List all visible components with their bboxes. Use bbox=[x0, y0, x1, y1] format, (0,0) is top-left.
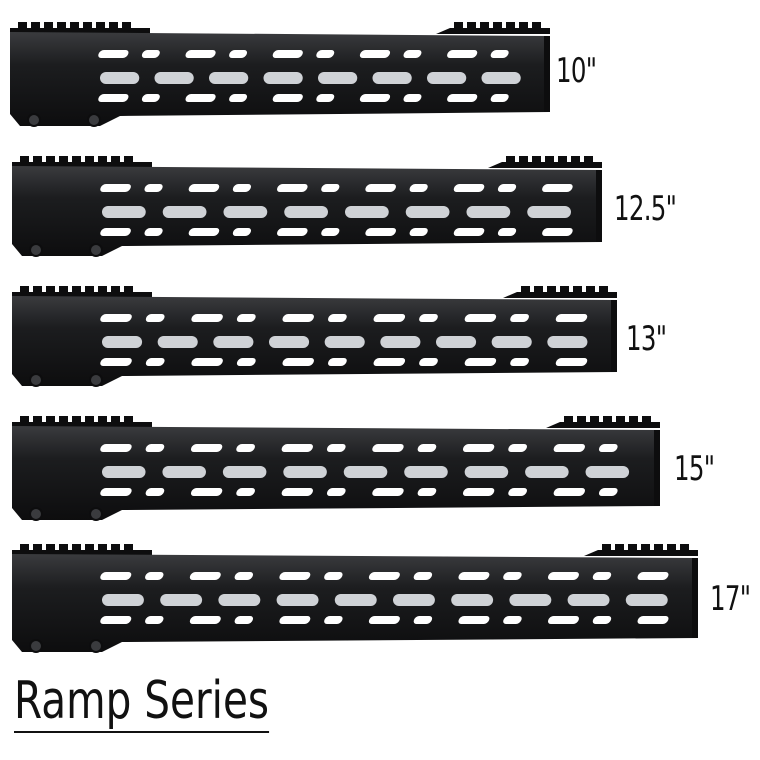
picatinny-tooth bbox=[70, 22, 79, 32]
picatinny-tooth bbox=[98, 286, 107, 296]
picatinny-tooth bbox=[57, 22, 66, 32]
picatinny-tooth bbox=[20, 286, 29, 296]
picatinny-tooth bbox=[96, 22, 105, 32]
picatinny-tooth bbox=[122, 22, 131, 32]
picatinny-tooth bbox=[72, 416, 81, 426]
picatinny-tooth bbox=[98, 544, 107, 554]
picatinny-tooth bbox=[98, 156, 107, 166]
picatinny-tooth bbox=[33, 156, 42, 166]
picatinny-tooth bbox=[85, 544, 94, 554]
picatinny-tooth bbox=[46, 156, 55, 166]
picatinny-tooth bbox=[111, 156, 120, 166]
picatinny-tooth bbox=[20, 416, 29, 426]
picatinny-tooth bbox=[46, 416, 55, 426]
picatinny-tooth bbox=[59, 416, 68, 426]
picatinny-tooth bbox=[85, 156, 94, 166]
rail-12-5-inch: 12.5" bbox=[0, 152, 760, 264]
rail-length-label: 12.5" bbox=[614, 189, 677, 229]
picatinny-tooth bbox=[59, 544, 68, 554]
handguard-rail-image bbox=[12, 156, 602, 257]
picatinny-tooth bbox=[124, 156, 133, 166]
picatinny-tooth bbox=[33, 416, 42, 426]
picatinny-tooth bbox=[124, 286, 133, 296]
rail-length-label: 13" bbox=[626, 319, 667, 359]
picatinny-tooth bbox=[59, 286, 68, 296]
picatinny-tooth bbox=[72, 156, 81, 166]
picatinny-tooth bbox=[59, 156, 68, 166]
picatinny-tooth bbox=[124, 416, 133, 426]
handguard-rail-image bbox=[12, 286, 617, 387]
picatinny-tooth bbox=[20, 156, 29, 166]
picatinny-tooth bbox=[111, 544, 120, 554]
picatinny-tooth bbox=[98, 416, 107, 426]
picatinny-tooth bbox=[109, 22, 118, 32]
series-title: Ramp Series bbox=[14, 671, 270, 733]
picatinny-tooth bbox=[44, 22, 53, 32]
picatinny-tooth bbox=[83, 22, 92, 32]
rail-15-inch: 15" bbox=[0, 412, 760, 528]
rail-length-label: 10" bbox=[556, 51, 597, 91]
handguard-rail-image bbox=[10, 22, 550, 127]
picatinny-tooth bbox=[20, 544, 29, 554]
picatinny-tooth bbox=[46, 544, 55, 554]
picatinny-tooth bbox=[85, 416, 94, 426]
picatinny-tooth bbox=[31, 22, 40, 32]
rail-13-inch: 13" bbox=[0, 282, 760, 394]
rail-10-inch: 10" bbox=[0, 18, 760, 134]
handguard-rail-image bbox=[12, 416, 660, 521]
picatinny-tooth bbox=[18, 22, 27, 32]
picatinny-tooth bbox=[111, 416, 120, 426]
picatinny-tooth bbox=[85, 286, 94, 296]
handguard-rail-image bbox=[12, 544, 698, 653]
picatinny-tooth bbox=[46, 286, 55, 296]
picatinny-tooth bbox=[33, 544, 42, 554]
rail-length-label: 15" bbox=[674, 449, 715, 489]
picatinny-tooth bbox=[111, 286, 120, 296]
picatinny-tooth bbox=[72, 544, 81, 554]
picatinny-tooth bbox=[124, 544, 133, 554]
rail-17-inch: 17" bbox=[0, 540, 760, 660]
picatinny-tooth bbox=[33, 286, 42, 296]
rail-length-label: 17" bbox=[710, 579, 751, 619]
picatinny-tooth bbox=[72, 286, 81, 296]
